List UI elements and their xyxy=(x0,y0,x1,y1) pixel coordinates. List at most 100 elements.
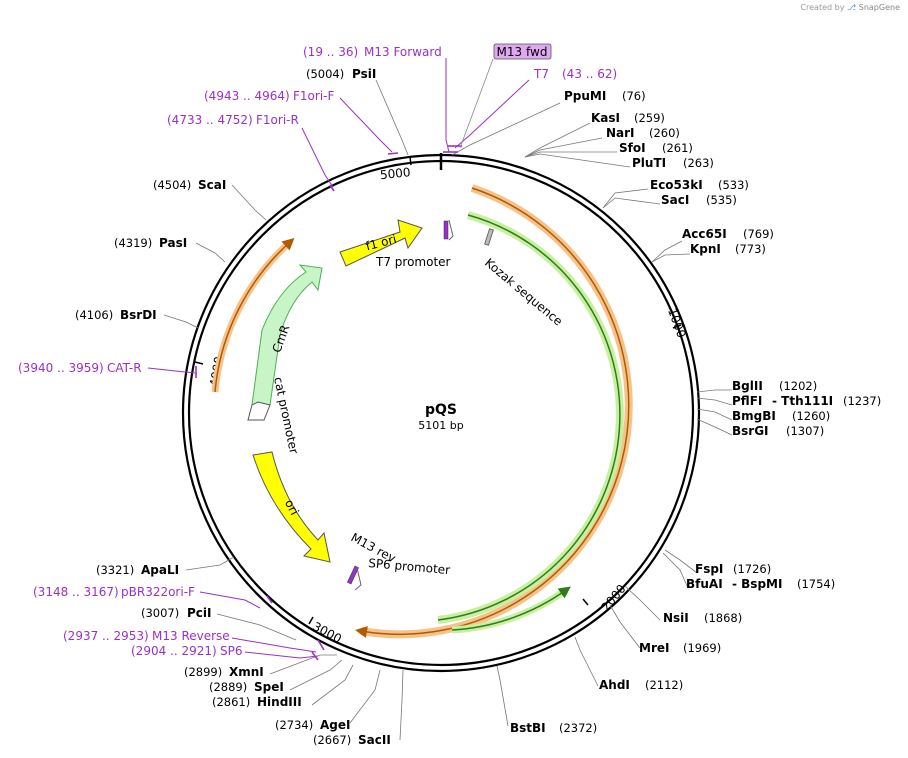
tick-3000: 3000 xyxy=(310,619,344,646)
primer-range-pbr322ori-f: (3148 .. 3167) xyxy=(33,585,119,599)
primer-range-f1ori-f: (4943 .. 4964) xyxy=(204,89,290,103)
enzyme-pos-sfoi: (261) xyxy=(662,141,693,155)
enzyme-hindiii: HindIII xyxy=(257,695,302,709)
t7-promoter-mark[interactable] xyxy=(443,220,449,240)
orf-green-short-arrow xyxy=(451,586,571,631)
enzyme-pcii: PciI xyxy=(187,606,212,620)
m13-fwd-label: M13 fwd xyxy=(497,45,548,59)
enzyme-fspi: FspI xyxy=(695,562,723,576)
credit-brand: SnapGene xyxy=(858,3,900,12)
enzyme-pos-eco53ki: (533) xyxy=(718,178,749,192)
sp6-promoter-label: SP6 promoter xyxy=(368,556,451,577)
enzyme-apali: ApaLI xyxy=(141,563,179,577)
enzyme-xmni: XmnI xyxy=(229,665,264,679)
enzyme-pos-fspi: (1726) xyxy=(733,562,771,576)
enzyme-pos-mrei: (1969) xyxy=(683,641,721,655)
enzyme-kasi: KasI xyxy=(591,111,620,125)
enzyme-bspmi: - BspMI xyxy=(732,577,782,591)
primer-f1ori-f: F1ori-F xyxy=(293,89,334,103)
f1-ori-label: f1 ori xyxy=(364,232,398,254)
enzyme-pos-hindiii: (2861) xyxy=(212,695,250,709)
plasmid-size: 5101 bp xyxy=(418,419,463,432)
enzyme-pos-nari: (260) xyxy=(649,126,680,140)
enzyme-bsrgi: BsrGI xyxy=(732,424,769,438)
enzyme-pos-apali: (3321) xyxy=(96,563,134,577)
enzyme-sacii: SacII xyxy=(358,733,391,747)
cat-promoter-label: cat promoter xyxy=(271,376,301,455)
credit-text: Created by xyxy=(800,3,845,12)
primer-range-cat-r: (3940 .. 3959) xyxy=(18,361,104,375)
enzyme-pluti: PluTI xyxy=(632,156,666,170)
enzyme-pos-bsrgi: (1307) xyxy=(786,424,824,438)
primer-m13-forward: M13 Forward xyxy=(364,45,442,59)
ori-feature[interactable] xyxy=(252,451,331,563)
primer-range-m13-forward: (19 .. 36) xyxy=(303,45,358,59)
enzyme-pos-spei: (2889) xyxy=(209,680,247,694)
enzyme-psii: PsiI xyxy=(352,67,376,81)
enzyme-labels: (5004) PsiI PpuMI (76) KasI (259) NarI (… xyxy=(75,67,881,747)
primer-cat-r: CAT-R xyxy=(107,361,142,375)
enzyme-agei: AgeI xyxy=(320,718,350,732)
enzyme-scai: ScaI xyxy=(198,178,226,192)
f1-ori-feature[interactable] xyxy=(339,219,423,267)
orf-orange-left-arrow xyxy=(214,237,295,393)
t7-promoter-label: T7 promoter xyxy=(375,255,451,269)
m13-fwd-box[interactable] xyxy=(493,43,552,60)
enzyme-kpni: KpnI xyxy=(690,242,721,256)
kozak-mark[interactable] xyxy=(484,228,494,246)
tick-1000: 1000 xyxy=(665,306,689,339)
enzyme-pos-sacii: (2667) xyxy=(313,733,351,747)
primer-pbr322ori-f: pBR322ori-F xyxy=(121,585,195,599)
primer-m13-reverse: M13 Reverse xyxy=(152,629,230,643)
enzyme-spei: SpeI xyxy=(254,680,284,694)
enzyme-pos-pcii: (3007) xyxy=(141,606,179,620)
enzyme-pos-bmgbi: (1260) xyxy=(792,409,830,423)
enzyme-acc65i: Acc65I xyxy=(682,227,727,241)
enzyme-pflfi: PflFI xyxy=(732,394,762,408)
primer-range-sp6: (2904 .. 2921) xyxy=(131,644,217,658)
orf-green-arrow xyxy=(437,214,621,621)
cmr-feature[interactable] xyxy=(251,264,323,406)
snapgene-credit: Created by ⎇ SnapGene xyxy=(800,3,900,12)
enzyme-saci: SacI xyxy=(661,193,689,207)
enzyme-bstbi: BstBI xyxy=(510,721,546,735)
enzyme-pos-kasi: (259) xyxy=(634,111,665,125)
plasmid-name: pQS xyxy=(425,402,457,418)
enzyme-pos-nsii: (1868) xyxy=(704,611,742,625)
primer-range-m13-reverse: (2937 .. 2953) xyxy=(63,629,149,643)
enzyme-pos-bglii: (1202) xyxy=(779,379,817,393)
orf-orange-arrow xyxy=(355,187,630,638)
enzyme-nsii: NsiI xyxy=(663,611,689,625)
tick-marks xyxy=(194,156,682,625)
enzyme-ahdi: AhdI xyxy=(599,678,630,692)
ori-label: ori xyxy=(282,497,302,517)
primer-leader-lines xyxy=(147,58,530,661)
enzyme-pasi: PasI xyxy=(159,236,187,250)
enzyme-ppumi: PpuMI xyxy=(564,89,606,103)
t7-promoter-arrow-icon xyxy=(448,219,454,241)
enzyme-tth111i: - Tth111I xyxy=(772,394,833,408)
enzyme-pos-ppumi: (76) xyxy=(622,89,646,103)
primer-labels: (19 .. 36) M13 Forward T7 (43 .. 62) (49… xyxy=(18,45,617,658)
enzyme-bmgbi: BmgBI xyxy=(732,409,776,423)
snapgene-logo-icon: ⎇ xyxy=(846,3,857,12)
enzyme-pos-xmni: (2899) xyxy=(184,665,222,679)
enzyme-pos-pasi: (4319) xyxy=(114,236,152,250)
enzyme-pos-ahdi: (2112) xyxy=(645,678,683,692)
primer-f1ori-r: F1ori-R xyxy=(256,113,299,127)
enzyme-pos-bsrdi: (4106) xyxy=(75,308,113,322)
enzyme-pos-pluti: (263) xyxy=(683,156,714,170)
primer-range-t7: (43 .. 62) xyxy=(562,67,617,81)
primer-sp6: SP6 xyxy=(220,644,243,658)
sp6-promoter-mark[interactable] xyxy=(347,565,359,585)
sp6-promoter-arrow-icon xyxy=(354,567,362,591)
primer-t7: T7 xyxy=(533,67,549,81)
enzyme-pos-saci: (535) xyxy=(706,193,737,207)
enzyme-pos-scai: (4504) xyxy=(153,178,191,192)
primer-range-f1ori-r: (4733 .. 4752) xyxy=(167,113,253,127)
enzyme-pos-kpni: (773) xyxy=(735,242,766,256)
enzyme-pos-pflfi: (1237) xyxy=(843,394,881,408)
enzyme-nari: NarI xyxy=(606,126,635,140)
enzyme-bfuai: BfuAI xyxy=(686,577,723,591)
